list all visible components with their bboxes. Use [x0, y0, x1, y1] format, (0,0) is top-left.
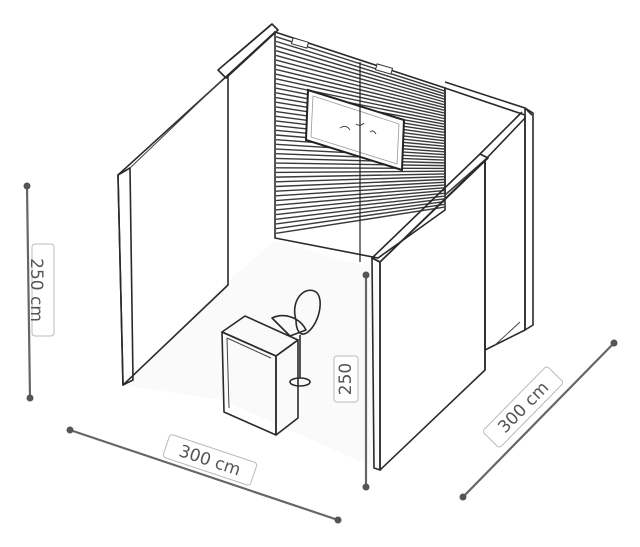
wall-height-label: 250 [336, 363, 356, 395]
height-label: 250 cm [26, 258, 46, 322]
side-depth-label: 300 cm [494, 378, 553, 437]
height-dimension: 250 cm [23, 182, 55, 402]
left-side-wall [117, 23, 279, 386]
spotlight-left [290, 37, 310, 49]
counter [221, 315, 299, 436]
spotlight-right [374, 63, 394, 75]
wall-screen [304, 88, 406, 172]
wall-height-dimension: 250 [333, 271, 370, 491]
front-width-dimension: 300 cm [66, 426, 342, 524]
booth-floor [122, 240, 380, 470]
side-depth-dimension: 300 cm [459, 339, 618, 501]
right-front-wall [371, 111, 526, 471]
bar-chair [271, 289, 321, 387]
right-back-wall [444, 81, 534, 370]
back-slat-wall [274, 30, 446, 262]
